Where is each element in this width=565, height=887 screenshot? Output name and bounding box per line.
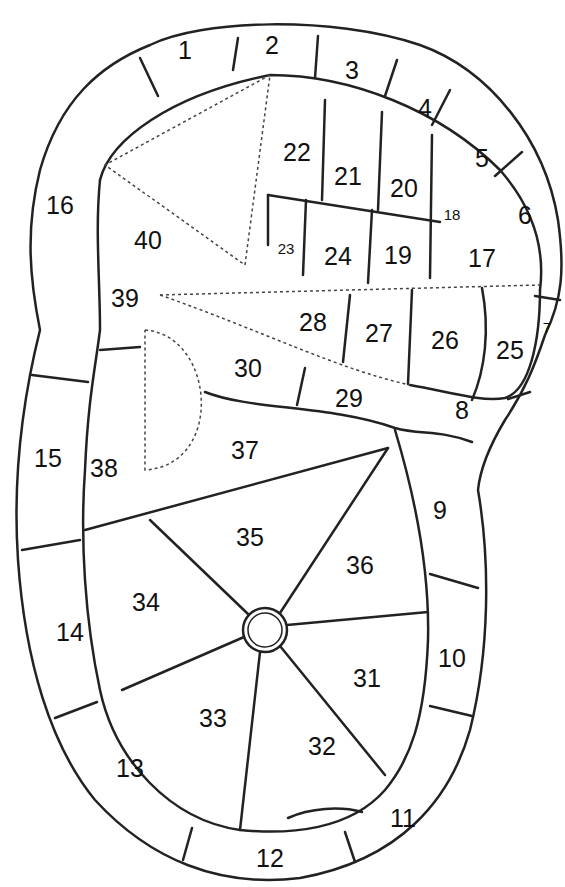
callout-number: 40 (134, 228, 162, 253)
callout-number: 11 (390, 806, 416, 831)
region-line (297, 368, 305, 405)
callout-number: 14 (56, 620, 84, 645)
callout-number: 31 (353, 666, 381, 691)
callout-number: 23 (278, 241, 295, 256)
spoke-line (280, 646, 385, 775)
callout-number: 4 (418, 96, 432, 121)
region-line (267, 195, 270, 245)
callout-number: 5 (475, 146, 489, 171)
callout-number: 29 (335, 386, 363, 411)
callout-number: 16 (46, 193, 74, 218)
callout-number: 18 (444, 207, 461, 222)
spoke-line (122, 637, 244, 690)
ear-outline (17, 24, 562, 880)
callout-number: 37 (231, 438, 259, 463)
callout-number: 9 (433, 498, 447, 523)
callout-number: 35 (236, 525, 264, 550)
callout-number: 38 (90, 456, 118, 481)
spoke-line (240, 652, 260, 830)
callout-number: 24 (324, 244, 352, 269)
callout-number: 12 (256, 846, 284, 871)
callout-number: 17 (468, 246, 496, 271)
region-line (430, 135, 432, 278)
callout-number: 13 (116, 756, 144, 781)
callout-number: 1 (178, 38, 192, 63)
callout-number: 20 (390, 176, 418, 201)
callout-number: 26 (431, 328, 459, 353)
dotted-line (160, 285, 540, 295)
callout-number: 28 (299, 310, 327, 335)
callout-number: 32 (308, 734, 336, 759)
rim-ticks (22, 36, 560, 862)
callout-number: 34 (132, 590, 160, 615)
antihelix-lower-line (410, 290, 540, 399)
callout-number: 3 (345, 58, 359, 83)
region-line (303, 200, 306, 275)
callout-number: 30 (234, 356, 262, 381)
spoke-line (287, 612, 428, 625)
half-oval-dotted (145, 330, 201, 470)
callout-number: 39 (111, 286, 139, 311)
region-line (343, 295, 350, 362)
region-line (408, 290, 412, 384)
dotted-line (160, 295, 410, 385)
concha-line (83, 180, 428, 832)
callout-number: 2 (265, 33, 279, 58)
callout-number: 7 (543, 320, 551, 335)
region-line (368, 210, 372, 283)
callout-number: 8 (455, 398, 469, 423)
callout-number: 33 (199, 706, 227, 731)
callout-number: 22 (283, 140, 311, 165)
region-line (100, 347, 140, 350)
callout-number: 19 (384, 243, 412, 268)
callout-number: 10 (438, 646, 466, 671)
ear-canal-circle (248, 613, 282, 647)
callout-number: 27 (365, 321, 393, 346)
helix-inner-line (100, 75, 541, 290)
spoke-line (150, 520, 248, 614)
triangle-dotted (105, 75, 270, 265)
region-line (378, 112, 382, 210)
region-line (472, 288, 486, 400)
callout-number: 15 (34, 446, 62, 471)
region-line (322, 100, 325, 200)
callout-number: 25 (496, 338, 524, 363)
callout-number: 36 (346, 553, 374, 578)
small-arc (288, 809, 362, 818)
spoke-line (280, 448, 388, 613)
callout-number: 21 (334, 164, 362, 189)
callout-number: 6 (518, 203, 532, 228)
